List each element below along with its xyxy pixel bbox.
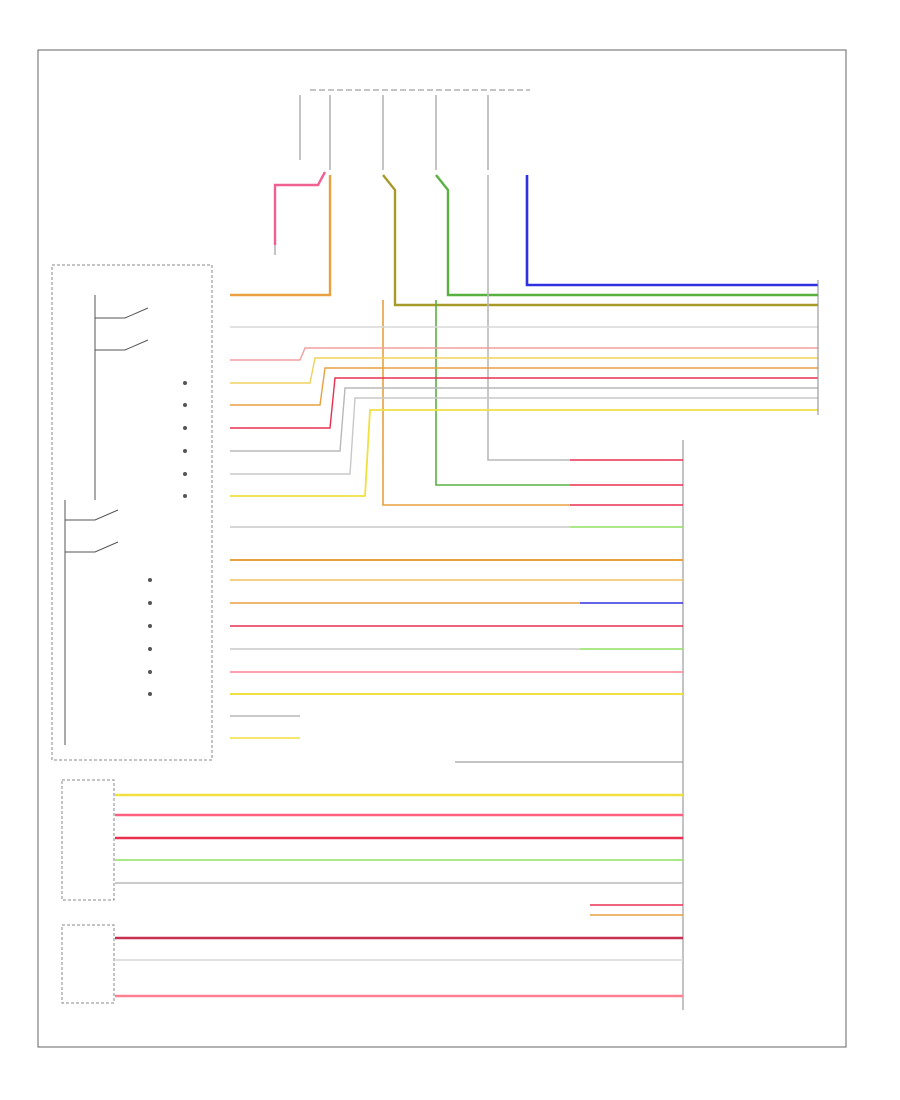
wire-pink (273, 171, 327, 245)
middle-harness (230, 459, 683, 763)
wire-green-down (435, 300, 570, 486)
contact-markers (148, 381, 187, 696)
switch-contacts (64, 295, 149, 745)
wire-gray-down (487, 175, 570, 461)
lower-harness (115, 793, 683, 998)
wire-green-feed (435, 174, 818, 297)
wire-olive-feed (382, 174, 818, 307)
seat-heater-unit-box (61, 779, 115, 901)
left-component-box (51, 264, 213, 761)
wire-blue (525, 175, 818, 287)
wire-orange-feed (230, 175, 332, 297)
fuse-bus (299, 89, 530, 170)
diagram-frame (37, 49, 847, 1048)
upper-harness (230, 326, 818, 528)
wire-orange-down (382, 300, 570, 506)
cooler-motor-box (61, 924, 115, 1004)
